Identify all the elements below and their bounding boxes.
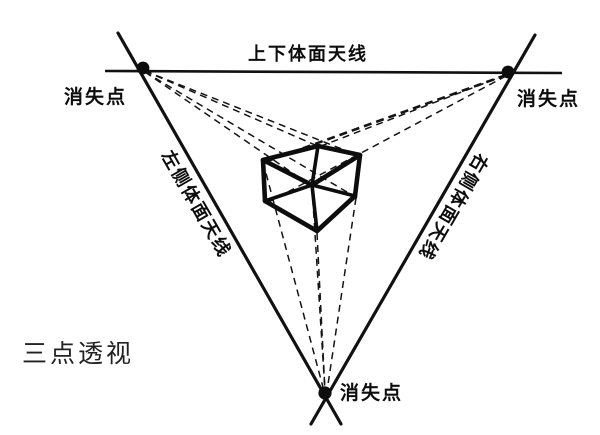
diagram-title: 三点透视 <box>22 340 134 368</box>
vanishing-point-label-bottom: 消失点 <box>340 381 403 404</box>
left-perspective-edge <box>116 31 343 426</box>
horizon-line <box>104 69 563 75</box>
right-perspective-edge <box>309 33 537 426</box>
vanishing-point-dot-bottom <box>318 386 332 400</box>
vanishing-point-label-right: 消失点 <box>517 87 580 110</box>
vanishing-point-label-left: 消失点 <box>64 85 127 108</box>
right-edge-label: 右侧体面天线 <box>415 150 493 264</box>
horizon-line-label: 上下体面天线 <box>248 43 368 64</box>
dashed-rays-bottom-vp <box>262 161 357 392</box>
vanishing-point-dot-left <box>136 61 150 75</box>
vanishing-point-dot-right <box>501 65 515 79</box>
cube <box>260 143 363 234</box>
left-edge-label: 左侧体面天线 <box>158 147 236 261</box>
